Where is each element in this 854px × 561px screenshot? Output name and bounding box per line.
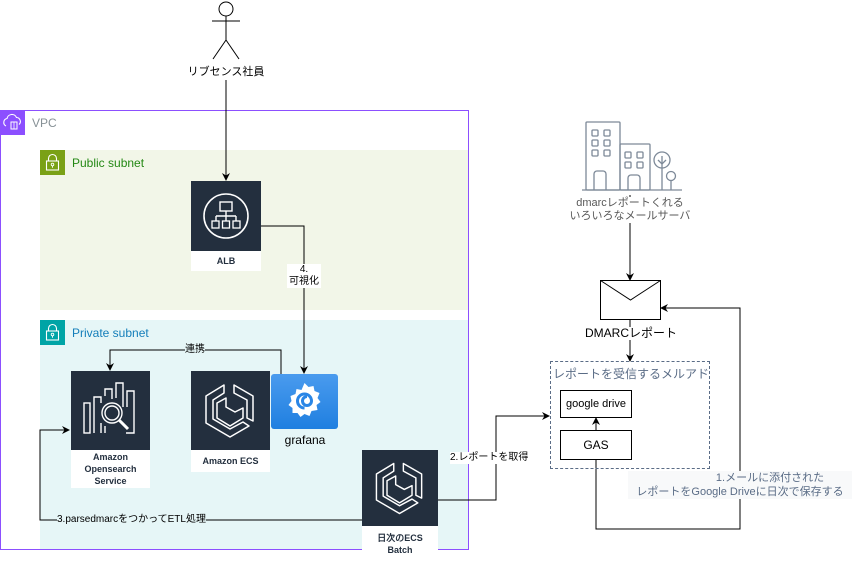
opensearch-node[interactable] [71,371,150,450]
alb-label: ALB [191,251,261,271]
mail-group [550,361,710,469]
ecs-batch-node[interactable] [362,450,438,526]
edge-label-visualize: 4. 可視化 [287,264,321,288]
opensearch-label-line3: Service [94,476,127,486]
vpc-cloud-icon [0,110,25,135]
public-subnet-label: Public subnet [72,156,145,170]
mail-servers-label-line1: dmarcレポートくれる [576,197,684,209]
edge-alb-to-grafana [261,225,308,374]
ecs-label: Amazon ECS [191,450,270,472]
elastic-load-balancer-icon [203,193,249,239]
opensearch-label-line1: Amazon [92,452,128,462]
office-buildings-icon [582,120,682,192]
ecs-batch-label-line2: Batch [387,544,413,555]
ecs-batch-label: 日次のECS Batch [362,526,438,561]
grafana-node[interactable] [271,374,338,429]
edge-label-visualize-line1: 4. [299,264,309,275]
edge-label-save-line2: レポートをGoogle Driveに日次で保存する [636,486,844,498]
edge-label-save-line1: 1.メールに添付された [715,472,825,484]
edge-label-etl: 3.parsedmarcをつかってETL処理 [57,514,206,526]
lock-icon [40,320,65,345]
ecs-icon [205,384,254,438]
gas-node[interactable]: GAS [560,430,632,460]
mail-servers-label: dmarcレポートくれる いろいろなメールサーバ [556,197,704,223]
private-subnet-label: Private subnet [72,326,149,340]
mail-group-label: レポートを受信するメルアド [553,367,710,381]
edge-label-link: 連携 [185,344,205,356]
lock-icon [40,150,65,175]
vpc-label: VPC [32,116,57,130]
edge-gas-to-envelope [595,304,741,530]
opensearch-label-line2: Opensearch [84,464,137,474]
edge-label-visualize-line2: 可視化 [289,276,319,287]
opensearch-label: Amazon Opensearch Service [71,450,150,488]
edge-label-fetch: 2.レポートを取得 [450,452,529,464]
ecs-icon [375,462,423,515]
ecs-batch-label-line1: 日次のECS [377,532,423,543]
envelope-icon[interactable] [600,280,661,320]
user-stick-figure-icon [208,0,244,62]
opensearch-icon [83,382,135,434]
grafana-label: grafana [284,433,326,447]
vpc-group [0,110,469,550]
dmarc-report-label: DMARCレポート [583,326,679,340]
grafana-icon [288,383,321,417]
ecs-node[interactable] [191,371,270,450]
google-drive-node[interactable]: google drive [560,390,632,418]
mail-servers-label-line2: いろいろなメールサーバ [569,210,691,222]
edge-label-save: 1.メールに添付された レポートをGoogle Driveに日次で保存する [628,471,852,499]
alb-node[interactable] [191,181,261,251]
actor-label: リブセンス社員 [176,66,276,79]
